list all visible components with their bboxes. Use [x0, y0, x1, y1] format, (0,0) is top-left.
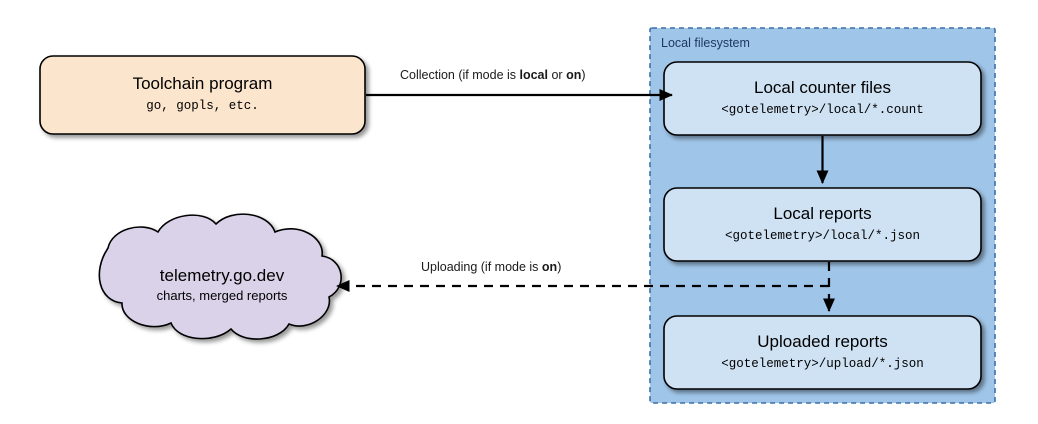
edge-uploading: Uploading (if mode is on): [335, 256, 829, 293]
toolchain-program-title: Toolchain program: [133, 74, 273, 93]
telemetry-cloud-subtitle: charts, merged reports: [157, 288, 288, 303]
edge-uploading-label: Uploading (if mode is on): [421, 260, 561, 274]
local-counter-files-box: [663, 61, 982, 136]
edge-collection-label-middle: or: [548, 68, 566, 82]
uploaded-reports-title: Uploaded reports: [757, 332, 887, 351]
edge-uploading-label-suffix: ): [557, 260, 561, 274]
edge-collection-label-bg: [393, 64, 628, 83]
edge-uploading-label-bg: [414, 256, 610, 275]
uploaded-reports-box: [663, 315, 982, 390]
local-counter-files-title: Local counter files: [754, 78, 891, 97]
node-local-counter-files: Local counter files <gotelemetry>/local/…: [663, 61, 982, 136]
edge-collection-label: Collection (if mode is local or on): [400, 68, 586, 82]
edge-uploading-label-prefix: Uploading (if mode is: [421, 260, 542, 274]
edge-collection-label-bold-2: on: [566, 68, 581, 82]
edge-collection-label-suffix: ): [581, 68, 585, 82]
toolchain-program-box: [39, 55, 366, 135]
telemetry-cloud-shape: [98, 213, 342, 340]
local-reports-title: Local reports: [773, 204, 871, 223]
node-telemetry-cloud: telemetry.go.dev charts, merged reports: [98, 213, 342, 340]
edge-collection-label-bold-1: local: [520, 68, 549, 82]
node-local-reports: Local reports <gotelemetry>/local/*.json: [663, 187, 982, 262]
node-toolchain-program: Toolchain program go, gopls, etc.: [39, 55, 366, 135]
local-counter-files-subtitle: <gotelemetry>/local/*.count: [721, 103, 924, 117]
local-reports-box: [663, 187, 982, 262]
uploaded-reports-subtitle: <gotelemetry>/upload/*.json: [721, 357, 924, 371]
local-filesystem-label: Local filesystem: [661, 36, 750, 50]
edge-uploading-label-bold-1: on: [542, 260, 557, 274]
edge-collection-label-prefix: Collection (if mode is: [400, 68, 520, 82]
edge-collection: Collection (if mode is local or on): [366, 64, 674, 102]
node-uploaded-reports: Uploaded reports <gotelemetry>/upload/*.…: [663, 315, 982, 390]
local-reports-subtitle: <gotelemetry>/local/*.json: [725, 229, 920, 243]
toolchain-program-subtitle: go, gopls, etc.: [146, 99, 259, 113]
telemetry-cloud-title: telemetry.go.dev: [160, 266, 285, 285]
